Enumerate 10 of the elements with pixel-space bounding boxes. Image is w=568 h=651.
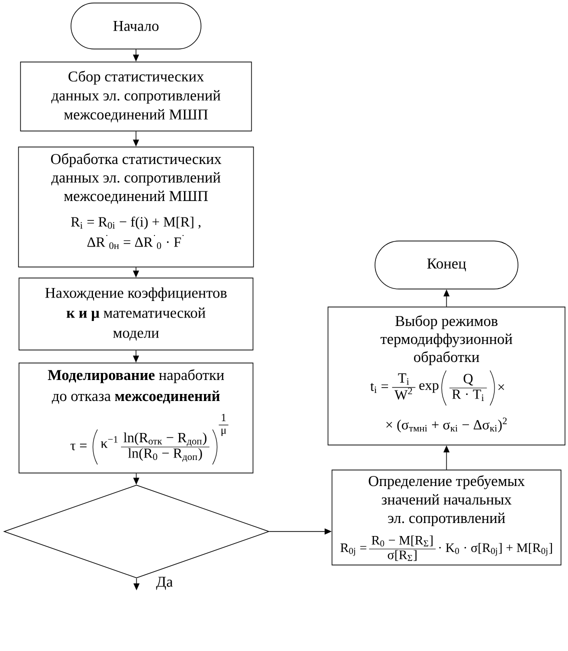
process-box: Сбор статистических данных эл. сопротивлений межсоединений МШП [20,62,252,132]
formula: ΔR$^{˙}$$_{0н}$ = ΔR$^{˙}$$_{0}$ · F$^{˙}$ [87,235,184,249]
edge-label: Да [155,576,174,591]
formula: R$_{i}$ = R$_{0i}$ − f(i) + M[R] , [71,216,200,230]
formula: t$_{i}$ = T$_{i}$ W$^{2}$ exp Q R · T$_{i}$ × × (σ$_{тмнi}$ + σ$_{кi}$ − Δσ$_{кi}$)$^{2}$ [370,370,507,432]
formula: R$_{0j}$ = R$_{0}$ − M[R$_{Σ}$] σ[R$_{Σ}$] · K$_{0}$ · σ[R$_{0j}$] + M[R$_{0j}$] [340,536,552,561]
formula: τ = κ$^{−1}$ ln(R$_{отк}$ − R$_{доп}$) ln(R$_{0}$ − R$_{доп}$) 1 μ [70,414,229,465]
terminator: Конец [374,240,518,290]
terminator: Начало [70,2,202,50]
process-box: Нахождение коэффициентов к и μ математической модели [18,278,254,350]
